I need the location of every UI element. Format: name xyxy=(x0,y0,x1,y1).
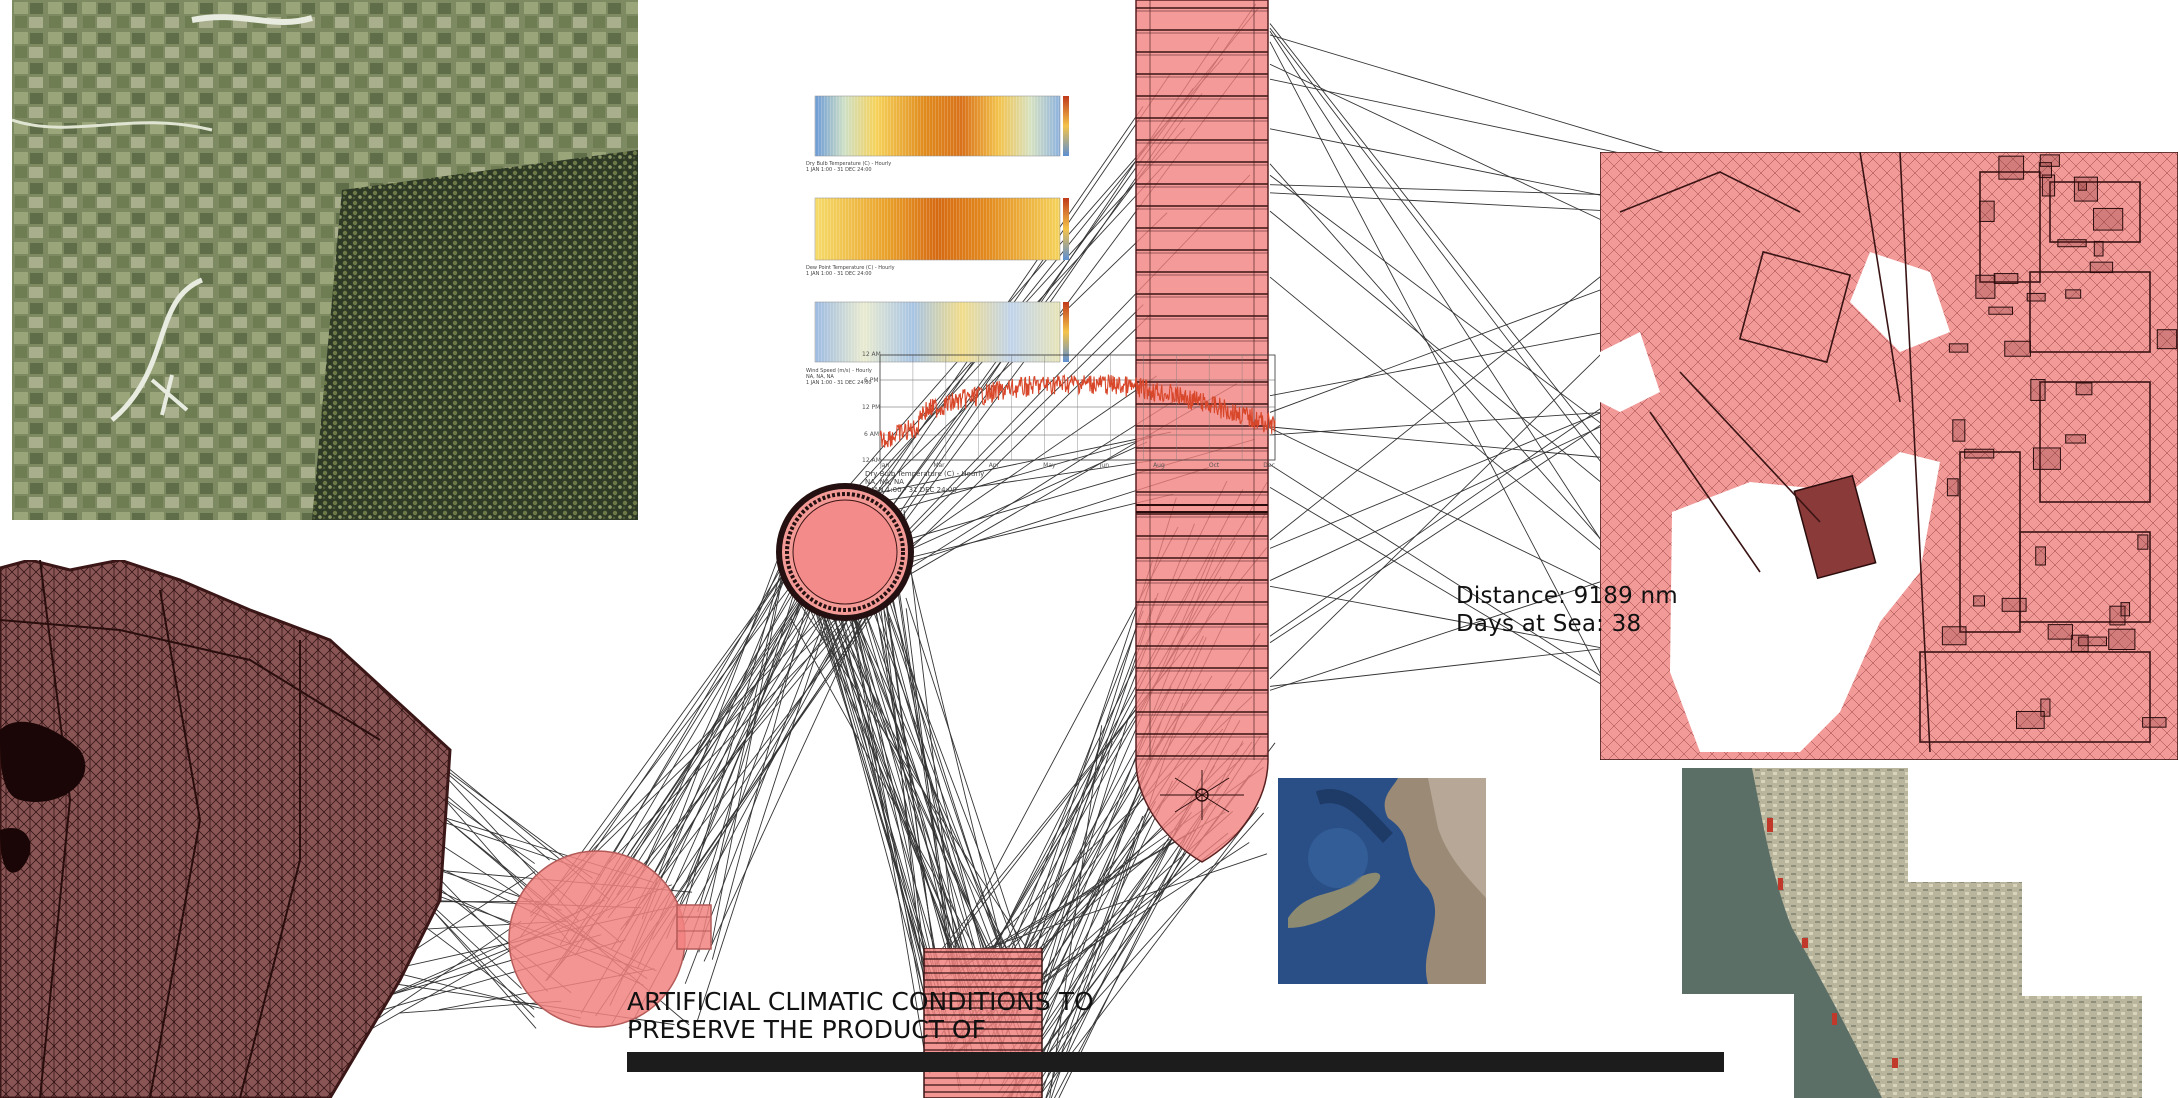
chart-y-tick-1: 6 PM xyxy=(864,377,879,384)
port-harbor-photo xyxy=(1682,768,2142,1098)
chart-y-tick-3: 6 AM xyxy=(864,431,880,438)
line-chart-caption-line1: Dry Bulb Temperature (C) - Hourly xyxy=(865,470,985,478)
days-at-sea-label: Days at Sea: 38 xyxy=(1456,611,1642,637)
title-line-1: ARTIFICIAL CLIMATIC CONDITIONS TO xyxy=(627,987,1094,1016)
line-chart-caption: Dry Bulb Temperature (C) - Hourly NA, NA… xyxy=(865,470,984,494)
heatmap-1-caption: Dry Bulb Temperature (C) - Hourly 1 JAN … xyxy=(806,161,891,173)
chart-x-tick: Jun xyxy=(1099,462,1109,469)
title-line-2: PRESERVE THE PRODUCT OF xyxy=(627,1015,986,1044)
heatmap-3-caption-line2: NA, NA, NA xyxy=(806,374,834,380)
chart-x-tick: Apr xyxy=(988,462,1000,469)
route-info: Distance: 9189 nm Days at Sea: 38 xyxy=(1456,582,1678,638)
page-title: ARTIFICIAL CLIMATIC CONDITIONS TO PRESER… xyxy=(627,988,1094,1044)
cargo-container xyxy=(923,948,1043,1098)
distance-label: Distance: 9189 nm xyxy=(1456,583,1678,609)
heatmap-2-caption: Dew Point Temperature (C) - Hourly 1 JAN… xyxy=(806,265,895,277)
heatmap-1-caption-line1: Dry Bulb Temperature (C) - Hourly xyxy=(806,161,892,167)
heatmap-2-caption-line2: 1 JAN 1:00 - 31 DEC 24:00 xyxy=(806,271,872,277)
line-chart-caption-line3: 1 JAN 1:00 - 31 DEC 24:00 xyxy=(865,486,957,494)
heatmap-3-caption: Wind Speed (m/s) - Hourly NA, NA, NA 1 J… xyxy=(806,368,872,386)
port-mesh xyxy=(1600,152,2178,760)
chart-x-tick: Aug xyxy=(1153,462,1165,469)
chart-x-tick: May xyxy=(1043,462,1056,469)
container-ring-hub xyxy=(776,483,914,621)
chart-x-tick: Dec xyxy=(1263,462,1275,469)
heatmap-1-caption-line2: 1 JAN 1:00 - 31 DEC 24:00 xyxy=(806,167,872,173)
farmland-aerial-photo xyxy=(12,0,638,520)
heatmap-3-caption-line3: 1 JAN 1:00 - 31 DEC 24:00 xyxy=(806,380,872,386)
chart-x-tick: Oct xyxy=(1208,462,1220,469)
heatmap-2-caption-line1: Dew Point Temperature (C) - Hourly xyxy=(806,265,895,271)
chart-y-tick-2: 12 PM xyxy=(862,404,881,411)
farm-mesh-parcel xyxy=(0,560,452,1098)
chart-x-tick: Mar xyxy=(933,462,945,469)
silo-circle xyxy=(508,850,712,1028)
title-underline-bar xyxy=(627,1052,1724,1072)
heatmap-panel xyxy=(814,95,1069,363)
bay-satellite-photo xyxy=(1278,778,1486,984)
chart-x-ticks: Jan Mar Apr May Jun Aug Oct Dec xyxy=(880,462,1275,469)
line-chart-caption-line2: NA, NA, NA xyxy=(865,478,904,486)
chart-y-tick-4: 12 AM xyxy=(862,457,881,464)
chart-x-tick: Jan xyxy=(880,462,890,469)
chart-y-tick-0: 12 AM xyxy=(862,351,881,358)
heatmap-3-caption-line1: Wind Speed (m/s) - Hourly xyxy=(806,368,872,374)
temperature-line-chart xyxy=(879,354,1276,461)
